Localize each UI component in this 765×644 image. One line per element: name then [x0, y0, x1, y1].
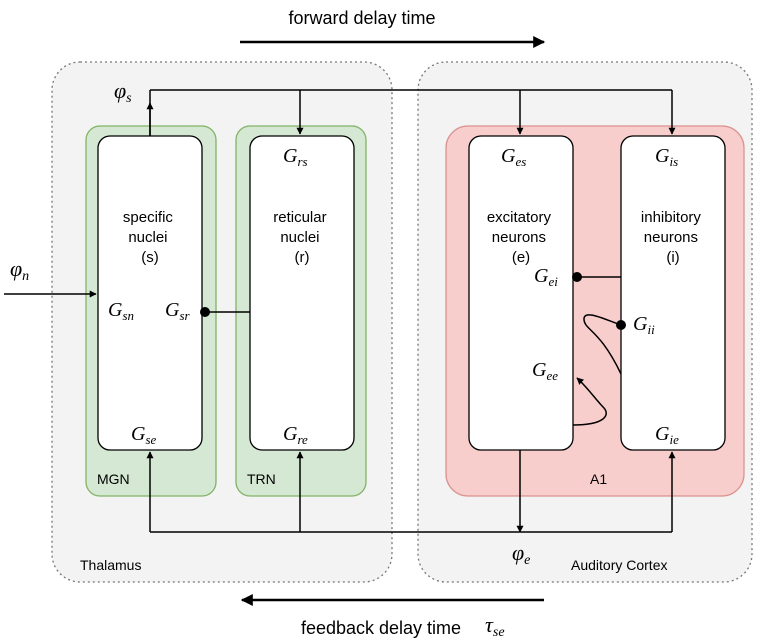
trn-label: TRN	[247, 471, 276, 487]
cortex-label: Auditory Cortex	[571, 557, 667, 573]
g-is-symbol: Gis	[655, 145, 678, 169]
g-rs-symbol: Grs	[283, 145, 308, 169]
tau-se-symbol: τse	[485, 612, 505, 640]
phi-e-symbol: φe	[512, 540, 530, 568]
g-se-symbol: Gse	[131, 423, 157, 447]
feedback-delay-label: feedback delay time	[301, 618, 461, 638]
forward-delay-label: forward delay time	[288, 8, 435, 28]
thalamus-label: Thalamus	[80, 557, 141, 573]
g-ii-symbol: Gii	[633, 313, 655, 337]
phi-e-bus	[146, 450, 676, 533]
excitatory-neurons-box	[468, 135, 574, 451]
inhibitory-neurons-label: inhibitory neurons (i)	[641, 209, 705, 266]
g-es-symbol: Ges	[501, 145, 526, 169]
g-ie-symbol: Gie	[655, 423, 679, 447]
g-re-symbol: Gre	[283, 423, 308, 447]
a1-label: A1	[590, 471, 607, 487]
ei-connection-dot	[572, 272, 582, 282]
ii-connection-dot	[616, 320, 626, 330]
inhibitory-neurons-box	[620, 135, 726, 451]
reticular-nuclei-label: reticular nuclei (r)	[273, 209, 331, 266]
excitatory-neurons-label: excitatory neurons (e)	[487, 209, 555, 266]
ee-self-loop	[572, 377, 607, 426]
g-sr-symbol: Gsr	[165, 299, 191, 323]
phi-n-symbol: φn	[10, 256, 29, 284]
g-sn-symbol: Gsn	[108, 299, 134, 323]
phi-s-symbol: φs	[114, 78, 132, 106]
specific-nuclei-box	[97, 135, 203, 451]
g-ei-symbol: Gei	[534, 265, 558, 289]
sr-connection-dot	[200, 307, 210, 317]
g-ee-symbol: Gee	[532, 359, 558, 383]
reticular-nuclei-box	[249, 135, 355, 451]
mgn-label: MGN	[97, 471, 130, 487]
ii-self-loop	[583, 314, 622, 375]
specific-nuclei-label: specific nuclei (s)	[123, 209, 177, 266]
